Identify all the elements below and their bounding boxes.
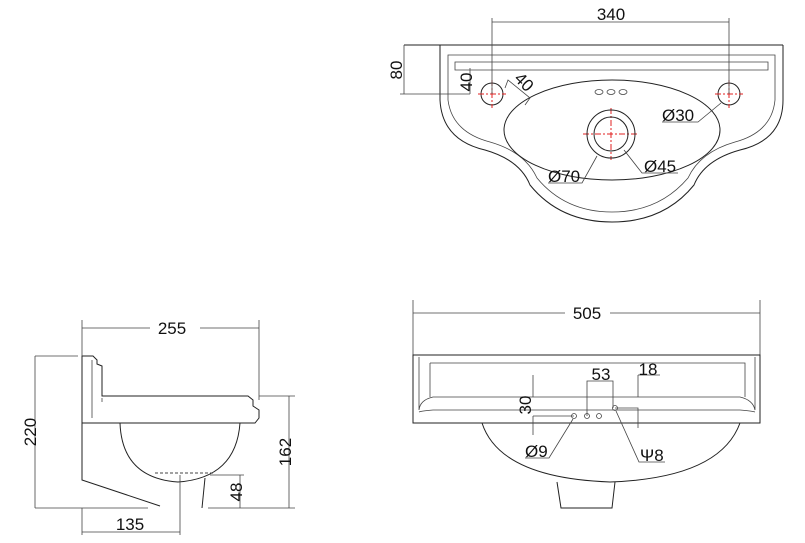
dim-53: 53: [592, 365, 611, 384]
dim-48-lines: [210, 474, 244, 508]
front-rim: [418, 357, 756, 411]
front-bowl: [481, 422, 741, 483]
leader-45: [623, 149, 678, 174]
small-hole: [594, 89, 604, 95]
side-profile: [81, 355, 260, 424]
inner-outline: [447, 54, 776, 213]
centerlines: [478, 80, 743, 160]
dim-340-lines: [491, 18, 730, 94]
dim-505: 505: [573, 304, 601, 323]
dim-18-lines: [615, 374, 660, 428]
dim-dia-9: Ø9: [525, 442, 548, 461]
dim-48: 48: [227, 483, 246, 502]
front-lip: [418, 409, 756, 413]
dim-30: 30: [516, 396, 535, 415]
top-view: 340 80 40 40 Ø30 Ø70 Ø45: [387, 5, 784, 223]
dim-80-lines: [400, 45, 470, 95]
back-lines: [91, 360, 103, 418]
back-bracket: [81, 356, 161, 507]
dim-340: 340: [597, 5, 625, 24]
dim-255-lines: [81, 320, 260, 400]
dim-255: 255: [158, 319, 186, 338]
leader-8: [615, 410, 665, 463]
dim-30-lines: [532, 375, 574, 435]
waste-outer: [586, 109, 636, 159]
leader-9: [525, 418, 574, 459]
dim-80: 80: [387, 61, 406, 80]
dim-40-vertical: 40: [457, 73, 476, 92]
waste-inner: [593, 116, 629, 152]
small-hole: [606, 89, 616, 95]
front-view: 505 53 18 30 Ø9 Ψ8: [412, 300, 761, 509]
dim-40-diagonal: 40: [510, 69, 537, 96]
pedestal: [201, 477, 206, 509]
outer-outline: [439, 45, 784, 223]
dim-135-lines: [81, 475, 181, 535]
front-pedestal: [556, 481, 616, 509]
dim-162: 162: [276, 438, 295, 466]
leader-70: [548, 155, 598, 184]
dim-220-lines: [34, 355, 295, 509]
basin-oval: [503, 79, 721, 181]
dim-dia-45: Ø45: [644, 157, 676, 176]
rim-line: [454, 61, 769, 71]
dim-dia-30: Ø30: [662, 106, 694, 125]
small-hole: [618, 89, 628, 95]
dim-220: 220: [21, 418, 40, 446]
small-hole: [596, 413, 602, 419]
side-view: 255 220 162 48 135: [21, 319, 295, 535]
bowl-profile: [119, 422, 241, 483]
dim-162-lines: [259, 395, 295, 508]
dim-135: 135: [116, 515, 144, 534]
leader-30: [662, 102, 722, 123]
dim-53-lines: [586, 380, 614, 416]
dim-505-lines: [412, 300, 761, 355]
dim-dia-8: Ψ8: [640, 446, 664, 465]
dim-dia-70: Ø70: [548, 167, 580, 186]
front-body: [412, 354, 761, 424]
dim-40-diag-lines: [504, 79, 531, 106]
dim-18: 18: [639, 360, 658, 379]
